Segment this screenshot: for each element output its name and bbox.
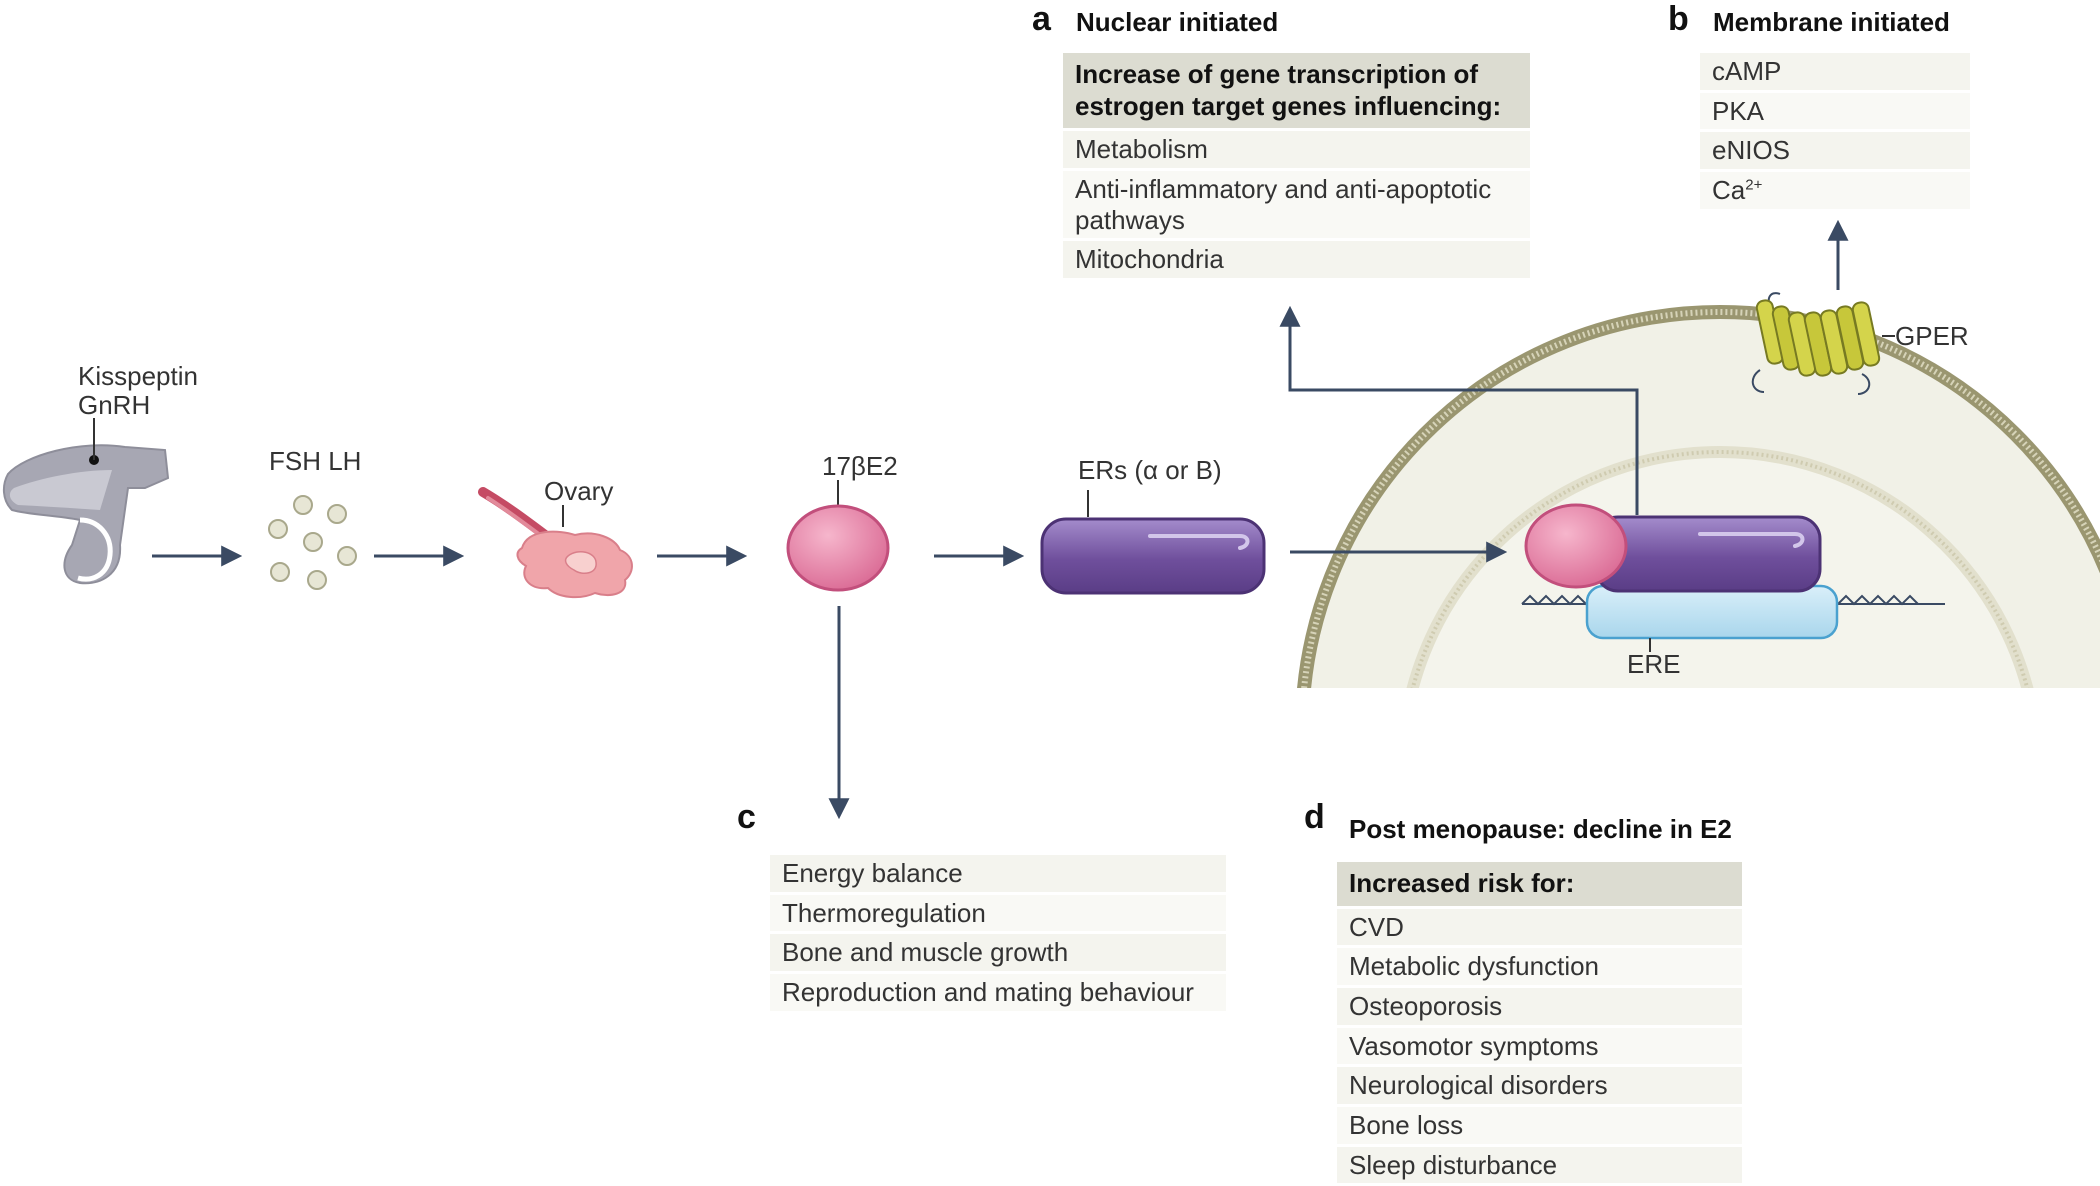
panel-d-item: CVD — [1337, 908, 1742, 946]
e2-label: 17βE2 — [822, 451, 898, 481]
panel-d-box: Increased risk for: CVD Metabolic dysfun… — [1337, 862, 1742, 1184]
nuclear-er-complex — [1521, 503, 1945, 652]
ere-label: ERE — [1627, 649, 1681, 679]
gnrh-label: GnRH — [78, 390, 151, 420]
er-label: ERs (α or B) — [1078, 455, 1222, 485]
panel-d-item: Sleep disturbance — [1337, 1146, 1742, 1184]
panel-b-item: cAMP — [1700, 53, 1970, 90]
hypothalamus-pituitary-icon — [2, 418, 170, 585]
panel-d-header: Increased risk for: — [1337, 862, 1742, 906]
panel-b-title: Membrane initiated — [1713, 7, 1950, 37]
ere-element — [1585, 584, 1839, 640]
estradiol-molecule — [786, 480, 890, 592]
panel-a-item: Metabolism — [1063, 131, 1530, 169]
nuclear-er — [1594, 515, 1822, 593]
ovary-icon — [478, 487, 633, 599]
calcium-superscript: 2+ — [1745, 176, 1763, 194]
panel-d-item: Vasomotor symptoms — [1337, 1027, 1742, 1065]
panel-d-item: Neurological disorders — [1337, 1067, 1742, 1105]
panel-b-item: eNIOS — [1700, 132, 1970, 170]
panel-a-header: Increase of gene transcription of estrog… — [1063, 53, 1530, 129]
panel-b-item: Ca2+ — [1700, 172, 1970, 209]
panel-b-letter: b — [1668, 0, 1689, 38]
panel-b-item: PKA — [1700, 92, 1970, 130]
nuclear-e2 — [1524, 503, 1628, 589]
panel-c-item: Thermoregulation — [770, 894, 1226, 932]
hormone-particles-icon — [268, 495, 357, 590]
panel-c-item: Energy balance — [770, 855, 1226, 892]
panel-b-box: cAMP PKA eNIOS Ca2+ — [1700, 53, 1970, 209]
panel-c-box: Energy balance Thermoregulation Bone and… — [770, 855, 1226, 1011]
panel-a-item: Mitochondria — [1063, 241, 1530, 279]
kisspeptin-label: Kisspeptin — [78, 361, 198, 391]
calcium-text: Ca — [1712, 175, 1746, 206]
arrow-nucleus-to-panel-a — [1279, 305, 1639, 515]
panel-c-item: Reproduction and mating behaviour — [770, 974, 1226, 1011]
panel-d-item: Bone loss — [1337, 1107, 1742, 1144]
gper-label: GPER — [1895, 321, 1969, 351]
panel-d-letter: d — [1304, 798, 1325, 836]
gper-receptor-icon — [1751, 292, 1895, 395]
panel-a-box: Increase of gene transcription of estrog… — [1063, 53, 1530, 279]
estrogen-receptor — [1040, 490, 1266, 595]
panel-c-letter: c — [737, 798, 756, 836]
fsh-lh-label: FSH LH — [269, 446, 362, 476]
panel-a-letter: a — [1032, 0, 1051, 38]
panel-c-item: Bone and muscle growth — [770, 934, 1226, 972]
panel-d-title: Post menopause: decline in E2 — [1349, 814, 1732, 844]
panel-d-item: Metabolic dysfunction — [1337, 948, 1742, 986]
ovary-label: Ovary — [544, 476, 614, 506]
panel-a-title: Nuclear initiated — [1076, 7, 1279, 37]
panel-a-item: Anti-inflammatory and anti-apoptotic pat… — [1063, 171, 1530, 239]
panel-d-item: Osteoporosis — [1337, 988, 1742, 1025]
pathway-arrows — [152, 219, 1849, 820]
